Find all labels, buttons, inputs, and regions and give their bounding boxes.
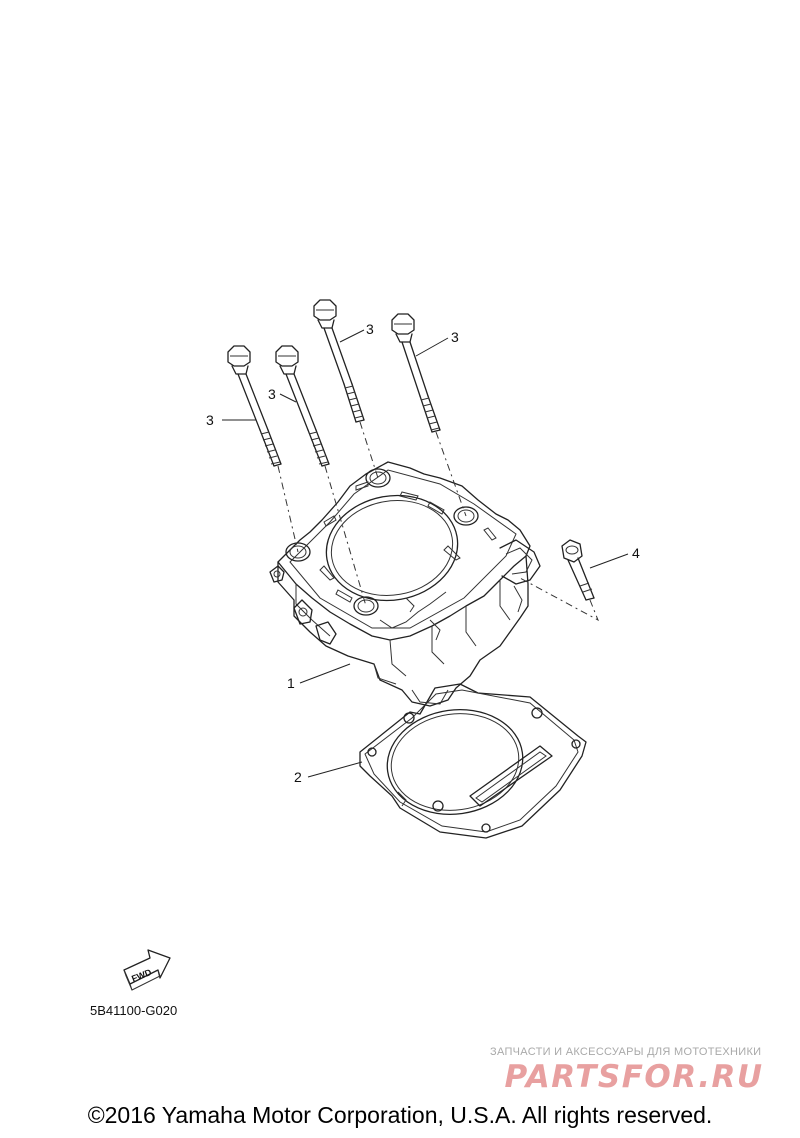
cylinder-gasket[interactable] xyxy=(359,683,587,839)
copyright-notice: ©2016 Yamaha Motor Corporation, U.S.A. A… xyxy=(87,1102,713,1128)
watermark-tagline: ЗАПЧАСТИ И АКСЕССУАРЫ ДЛЯ МОТОТЕХНИКИ xyxy=(490,1046,762,1058)
callout-bolt: 4 xyxy=(632,545,640,561)
callout-gasket: 2 xyxy=(294,769,302,785)
cylinder-block[interactable] xyxy=(269,461,541,707)
stud-bolt-2[interactable] xyxy=(275,345,330,467)
stud-bolt-1[interactable] xyxy=(227,345,282,467)
stud-bolt-4[interactable] xyxy=(391,313,441,433)
leader-lines xyxy=(222,329,629,778)
callout-stud-bolt-1: 3 xyxy=(206,412,214,428)
callout-cylinder: 1 xyxy=(287,675,295,691)
bolt[interactable] xyxy=(561,539,595,601)
callout-stud-bolt-3: 3 xyxy=(366,321,374,337)
watermark-logo: PARTSFOR.RU xyxy=(504,1059,763,1094)
fwd-arrow-icon: FWD xyxy=(123,949,171,991)
callout-stud-bolt-4: 3 xyxy=(451,329,459,345)
callout-stud-bolt-2: 3 xyxy=(268,386,276,402)
diagram-part-code: 5B41100-G020 xyxy=(90,1003,178,1018)
stud-bolt-3[interactable] xyxy=(313,299,365,423)
watermark-brand: PARTSFOR.RU xyxy=(504,1059,763,1094)
